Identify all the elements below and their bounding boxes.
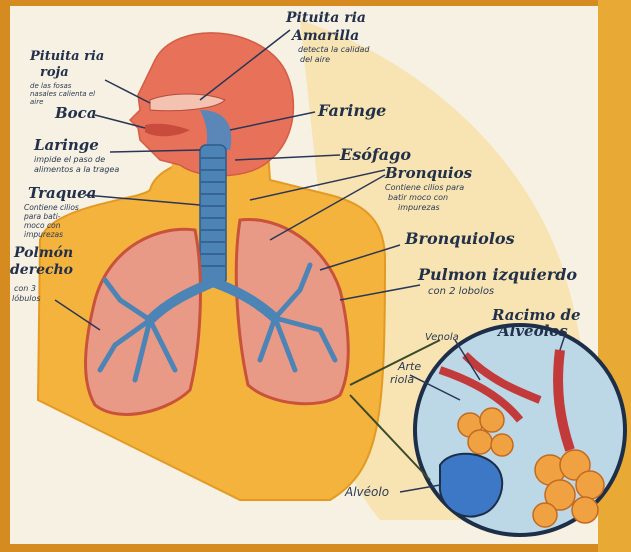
traquea-desc3: moco con — [24, 221, 61, 230]
label-boca: Boca — [54, 104, 97, 122]
laringe-title: Laringe — [33, 136, 99, 154]
pituitaria-roja-desc3: aire — [30, 98, 43, 106]
pulmon-derecho-title: Polmón — [13, 245, 73, 261]
laringe-desc2: alimentos a la tragea — [34, 165, 119, 174]
bronquios-desc2: batir moco con — [388, 193, 448, 202]
pituitaria-amarilla-title2: Amarilla — [290, 28, 359, 44]
pituitaria-amarilla-desc2: del aire — [300, 55, 330, 64]
label-venula: Venola — [425, 332, 459, 343]
traquea-title: Traquea — [28, 184, 96, 202]
bronquios-desc1: Contiene cilios para — [385, 183, 464, 192]
pituitaria-amarilla-title: Pituita ria — [285, 10, 366, 26]
laringe-desc1: impide el paso de — [34, 155, 105, 164]
pituitaria-roja-desc1: de las fosas — [30, 82, 72, 90]
label-faringe: Faringe — [317, 101, 386, 120]
arteriola-title: Arte — [397, 360, 421, 373]
pulmon-derecho-title2: derecho — [10, 262, 73, 278]
pituitaria-roja-title2: roja — [40, 65, 69, 80]
pulmon-izquierdo-title: Pulmon izquierdo — [417, 265, 577, 284]
pulmon-izquierdo-desc1: con 2 lobolos — [428, 286, 494, 297]
traquea-desc1: Contiene cilios — [24, 203, 79, 212]
racimo-title2: Alveolos — [496, 322, 568, 340]
label-esofago: Esófago — [339, 145, 411, 164]
pulmon-derecho-desc1: con 3 — [14, 284, 36, 293]
label-alveolo: Alvéolo — [344, 485, 389, 499]
trachea — [200, 145, 226, 285]
bronquios-title: Bronquios — [384, 164, 473, 182]
arteriola-title2: riola — [390, 373, 414, 386]
pituitaria-roja-title: Pituita ria — [29, 49, 104, 64]
pituitaria-roja-desc2: nasales calienta el — [30, 90, 95, 98]
pituitaria-amarilla-desc1: detecta la calidad — [298, 45, 370, 54]
single-alveolus — [440, 454, 502, 517]
pulmon-derecho-desc2: lóbulos — [12, 293, 41, 303]
label-bronquiolos: Bronquiolos — [404, 229, 515, 248]
traquea-desc2: para bati- — [23, 212, 61, 221]
bronquios-desc3: impurezas — [398, 203, 440, 212]
traquea-desc4: impurezas — [24, 230, 63, 239]
label-racimo: Racimo de Alveolos — [491, 306, 581, 340]
